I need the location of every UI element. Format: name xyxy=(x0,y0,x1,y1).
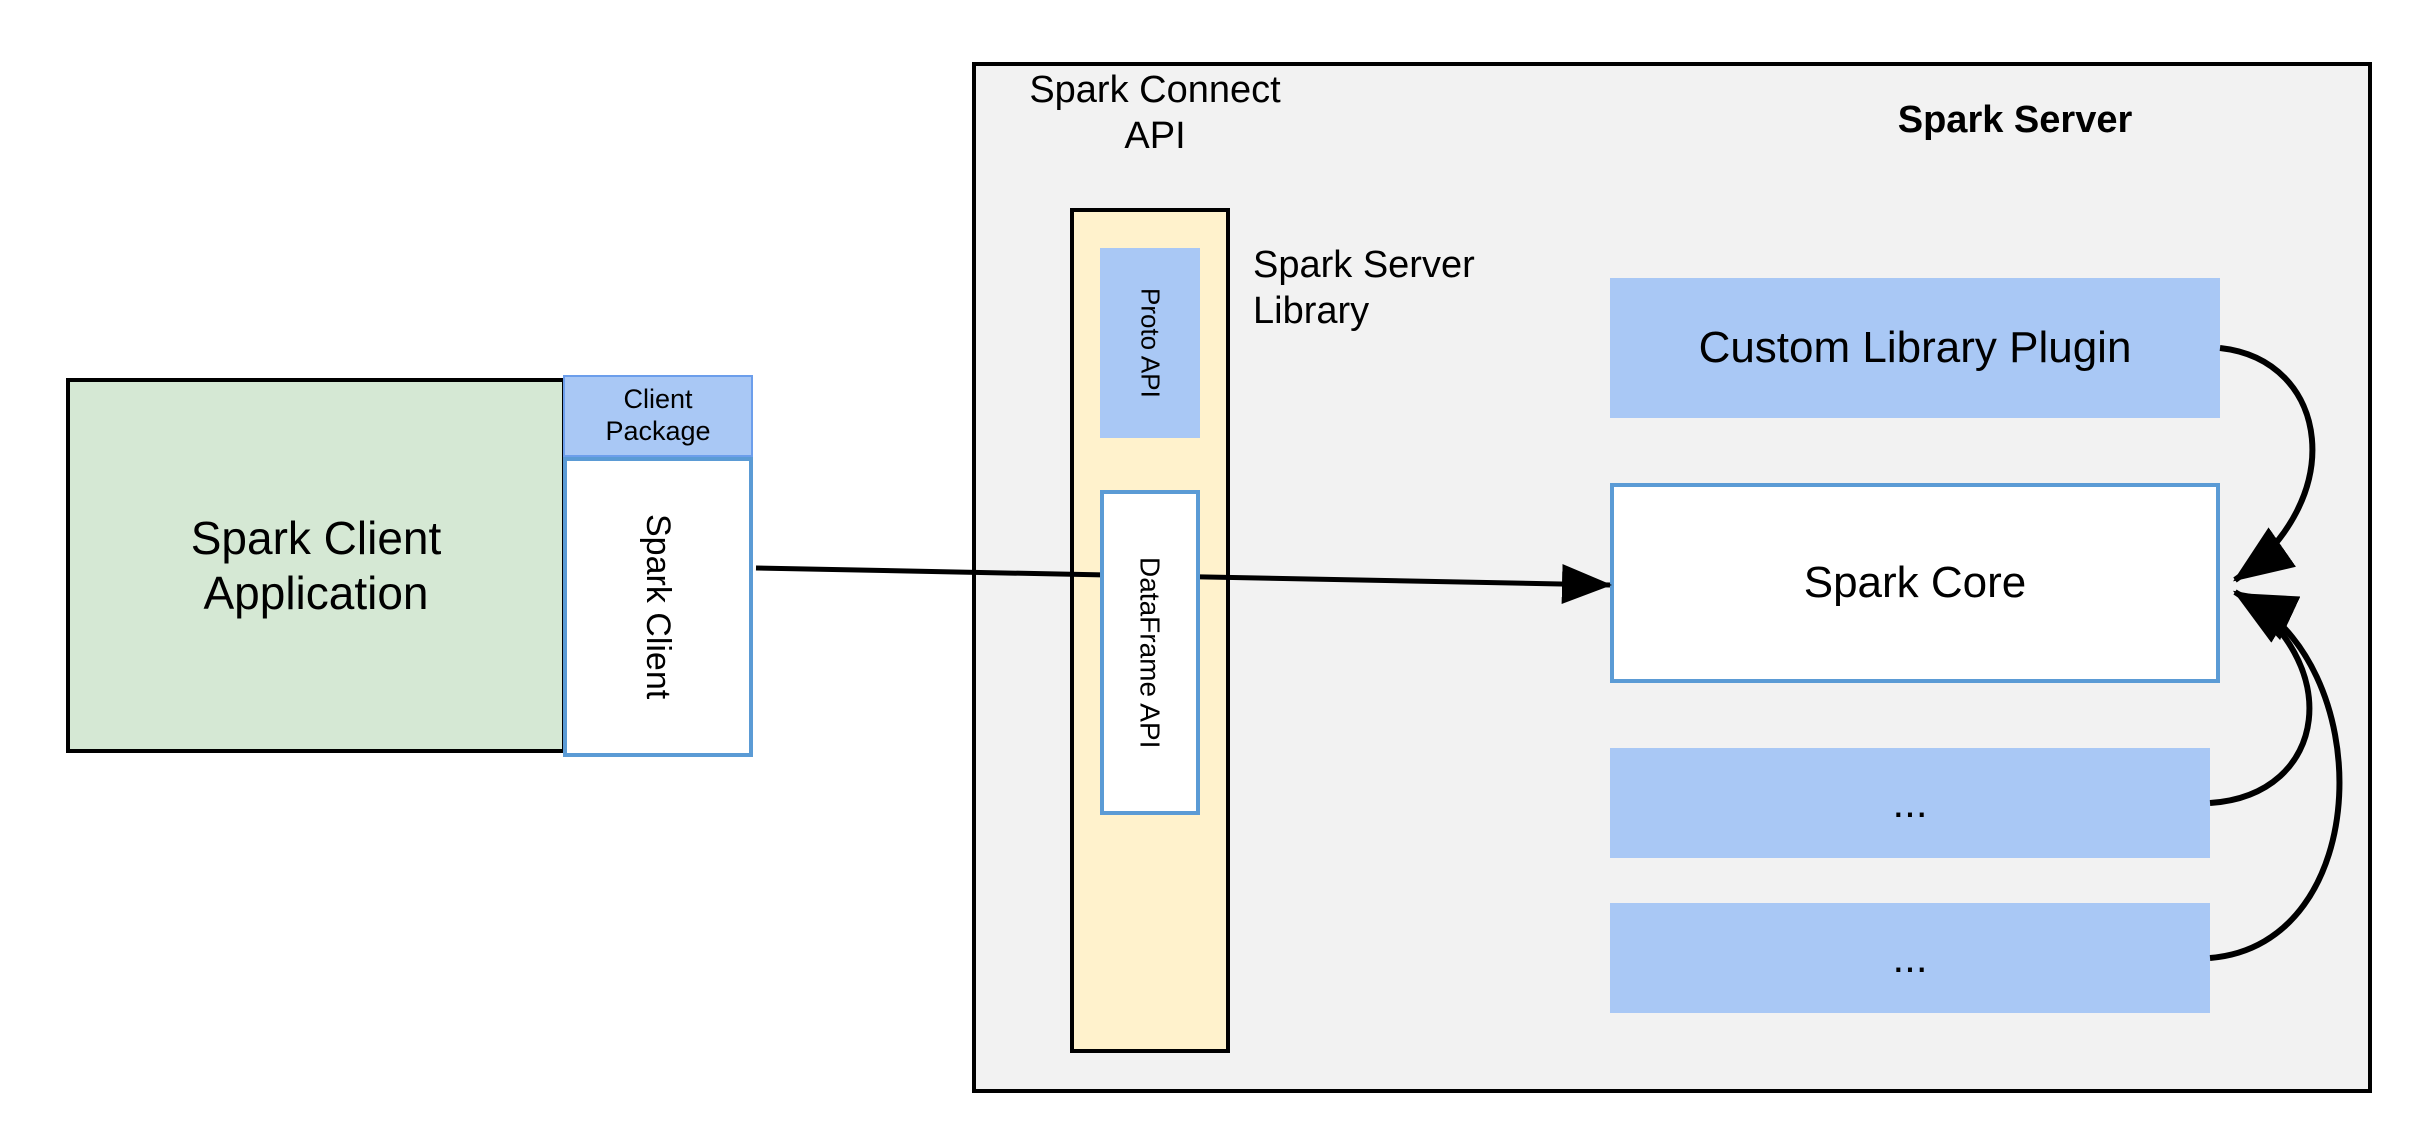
spark-client-box[interactable]: Spark Client xyxy=(563,457,753,757)
placeholder-box-2[interactable]: ... xyxy=(1610,903,2210,1013)
proto-api-box[interactable]: Proto API xyxy=(1100,248,1200,438)
dataframe-api-box[interactable]: DataFrame API xyxy=(1100,490,1200,815)
placeholder-1-label: ... xyxy=(1892,779,1928,827)
placeholder-2-label: ... xyxy=(1892,934,1928,982)
custom-library-plugin-label: Custom Library Plugin xyxy=(1698,323,2132,373)
spark-core-box[interactable]: Spark Core xyxy=(1610,483,2220,683)
spark-client-application-label: Spark Client Application xyxy=(190,512,442,619)
client-package-box[interactable]: Client Package xyxy=(563,375,753,457)
spark-connect-api-label: Spark Connect API xyxy=(1029,69,1281,157)
proto-api-label: Proto API xyxy=(1135,288,1166,398)
spark-server-library-label: Spark Server Library xyxy=(1253,244,1475,332)
spark-client-application-box[interactable]: Spark Client Application xyxy=(66,378,566,753)
spark-client-label: Spark Client xyxy=(639,514,678,700)
client-package-label: Client Package xyxy=(605,384,711,446)
dataframe-api-label: DataFrame API xyxy=(1134,556,1166,749)
custom-library-plugin-box[interactable]: Custom Library Plugin xyxy=(1610,278,2220,418)
spark-server-title: Spark Server xyxy=(1897,99,2133,141)
spark-core-label: Spark Core xyxy=(1803,558,2027,608)
placeholder-box-1[interactable]: ... xyxy=(1610,748,2210,858)
